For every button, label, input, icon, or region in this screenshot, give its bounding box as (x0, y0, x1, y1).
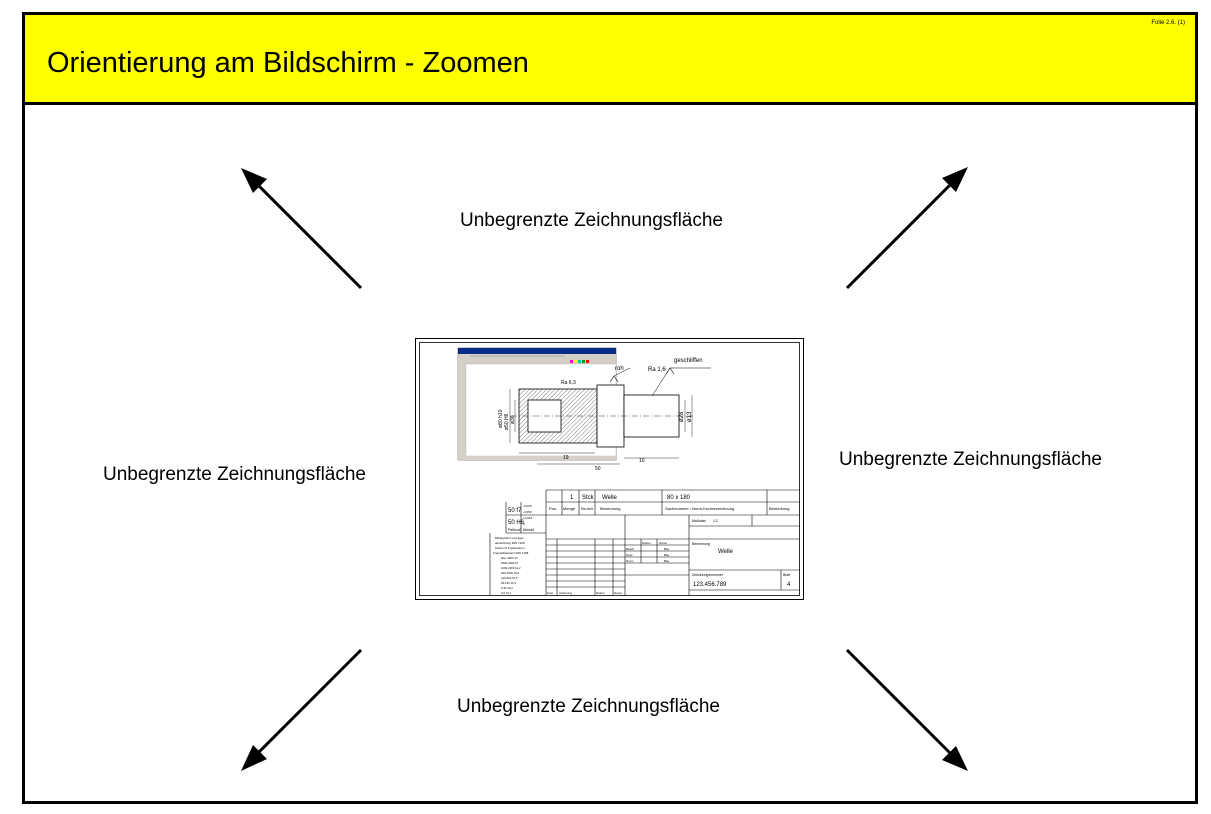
tb-row1-name: Welle (602, 495, 618, 501)
tb-tol-row: 120-400 ±0,5 (501, 576, 518, 580)
tb-name-2: Bsp. (664, 553, 670, 557)
dim-10: 10 (639, 458, 645, 464)
arrow-up-right-icon (845, 167, 968, 290)
label-left: Unbegrenzte Zeichnungsfläche (103, 464, 367, 485)
tb-tol-row: 1000-2000 ±1,2 (501, 566, 521, 570)
surface-ra-roh: Ra 6,3 (561, 380, 576, 386)
tb-blatt-label: Blatt (783, 573, 790, 577)
tb-name: Name (659, 541, 667, 545)
tb-gepr: Gepr. (626, 553, 634, 557)
dim-left-1: ø80 h10 (498, 409, 504, 428)
title-block-text: 1 Stck Welle 80 x 180 Pos. Menge Ein-hei… (493, 495, 791, 595)
tb-tol-row: 30-120 ±0,3 (501, 581, 516, 585)
tb-tol-3: Kanten 0,5 gebrochen (495, 546, 525, 550)
tb-fit-2a: +0,016 (523, 516, 533, 520)
tb-hdr-menge: Menge (563, 506, 576, 511)
tb-abmass: Abmaß (523, 528, 534, 532)
tb-tol-row: über 4000 ±3 (501, 556, 518, 560)
dim-left-3: ø36 (510, 415, 516, 424)
tb-fit-2b: 0 (523, 522, 525, 526)
arrow-down-right-icon (845, 648, 968, 771)
tb-tol-4: Freimaßtoleranz DIN 7168 (493, 551, 529, 555)
arrow-down-left-icon (241, 648, 363, 771)
tb-benennung-label: Benennung (692, 542, 710, 546)
tb-row1-size: 80 x 180 (667, 495, 691, 501)
tb-zust: Zust. (547, 591, 554, 595)
tb-name-3: Bsp. (664, 559, 670, 563)
surface-ra-geschliffen: Ra 1,6 (648, 367, 666, 373)
surface-roh: roh (615, 366, 624, 372)
tb-name-4: Name (614, 591, 622, 595)
tb-aenderung: Änderung (559, 591, 572, 595)
slide-header: Orientierung am Bildschirm - Zoomen Foli… (25, 15, 1195, 105)
tb-tol-2: abweichung DIN 7168 (495, 541, 525, 545)
tb-zeichnungsnummer-value: 123.456.789 (693, 582, 727, 588)
tb-fit-1b: -0,050 (523, 510, 532, 514)
shaft-annotations: roh Ra 6,3 Ra 1,6 geschliffen 19 50 10 ø… (498, 358, 703, 472)
arrow-up-left-icon (241, 168, 363, 290)
tb-hdr-bemerkung: Bemerkung (769, 506, 789, 511)
tb-row1-pos: 1 (570, 495, 574, 501)
tb-datum-2: Datum (596, 591, 605, 595)
tb-tol-row: 400-1000 ±0,8 (501, 571, 519, 575)
tb-hdr-einheit: Ein-heit (581, 507, 593, 511)
tb-tol-1: Mittelgrober und ager (495, 536, 524, 540)
drawing-sheet[interactable]: roh Ra 6,3 Ra 1,6 geschliffen 19 50 10 ø… (415, 338, 804, 600)
tb-hdr-benennung: Benennung (600, 506, 620, 511)
dim-50: 50 (595, 466, 601, 472)
dim-right-1: ø28 (679, 411, 685, 422)
label-right: Unbegrenzte Zeichnungsfläche (839, 449, 1103, 470)
tb-hdr-sachnummer: Sachnummer / Norm-Kurzbezeichnung (665, 506, 734, 511)
tb-bearb: Bearb. (626, 547, 635, 551)
tb-tol-row: 2000-4000 ±2 (501, 561, 519, 565)
shaft-drawing (509, 367, 711, 465)
tb-passmass: Paßmaß (508, 528, 521, 532)
tb-tol-row: 6-30 ±0,2 (501, 586, 513, 590)
tb-zeichnungsnummer-label: Zeichnungsnummer (692, 573, 724, 577)
tb-datum: Datum (642, 541, 651, 545)
surface-geschliffen: geschliffen (674, 358, 703, 364)
tb-fit-1: 50 f7 (508, 508, 522, 514)
tb-tol-row: 0-6 ±0,1 (501, 591, 512, 595)
dim-19: 19 (563, 455, 569, 461)
tb-fit-1a: -0,025 (523, 504, 532, 508)
dim-right-2: ø13 (687, 411, 693, 422)
tb-name-1: Bsp. (664, 547, 670, 551)
tb-massstab-value: 1:2 (713, 519, 718, 523)
tb-row1-unit: Stck (582, 495, 595, 501)
tb-blatt-value: 4 (787, 582, 791, 588)
slide-title: Orientierung am Bildschirm - Zoomen (47, 47, 529, 79)
folie-label: Folie 2.6. (1) (1151, 20, 1185, 26)
title-block (489, 489, 800, 595)
label-bottom: Unbegrenzte Zeichnungsfläche (457, 696, 721, 717)
tb-fit-2: 50 H6 (508, 520, 525, 526)
tb-hdr-pos: Pos. (549, 506, 557, 511)
dim-left-2: ø50 H6 (504, 413, 510, 430)
tb-tol-rows: über 4000 ±3 2000-4000 ±2 1000-2000 ±1,2… (501, 556, 521, 595)
tb-norm: Norm (626, 559, 634, 563)
label-top: Unbegrenzte Zeichnungsfläche (460, 210, 724, 231)
slide-frame: Orientierung am Bildschirm - Zoomen Foli… (22, 12, 1198, 804)
tb-massstab-label: Maßstab (692, 519, 706, 523)
tb-benennung-value: Welle (718, 549, 734, 555)
